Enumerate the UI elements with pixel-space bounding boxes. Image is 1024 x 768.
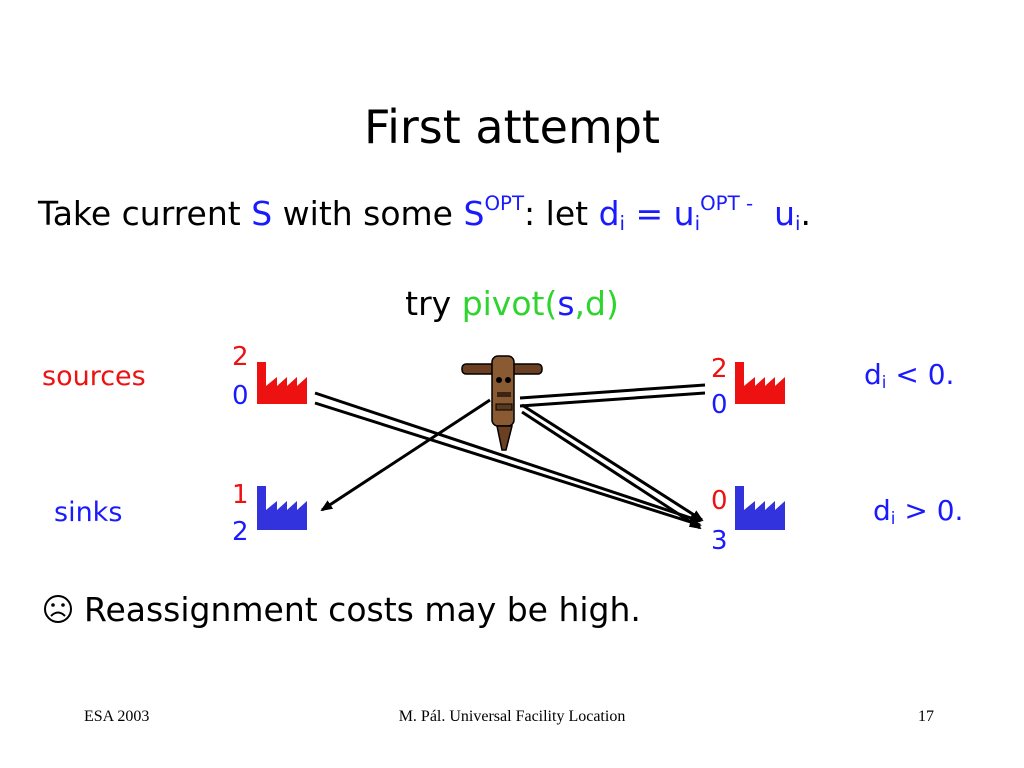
sources-label: sources [42, 361, 146, 392]
frown-face-icon [44, 595, 72, 623]
src-left-top-value: 2 [232, 342, 249, 372]
line-center-to-srcright-a [519, 383, 706, 400]
line-srcleft-to-sinkright-b [314, 401, 702, 527]
totem-pole-icon [461, 355, 543, 451]
sink-right-top-value: 0 [711, 486, 728, 516]
src-right-top-value: 2 [711, 354, 728, 384]
factory-icon-sink-left [257, 486, 307, 530]
var-S-opt: SOPT [463, 192, 525, 233]
equation-di: di = uiOPT - ui [598, 192, 801, 235]
factory-icon-source-right [735, 362, 785, 404]
line-center-to-sinkright-a [521, 403, 704, 522]
definition-line: Take current S with some SOPT: let di = … [38, 192, 812, 235]
line-center-to-srcright-b [519, 391, 706, 408]
text-try: try [405, 284, 452, 323]
var-S: S [251, 194, 273, 233]
sink-left-top-value: 1 [232, 480, 249, 510]
condition-sources: di < 0. [864, 358, 955, 393]
line-center-to-sinkleft [320, 398, 491, 512]
text-period: . [800, 194, 812, 233]
sinks-label: sinks [54, 497, 123, 528]
assignment-lines [314, 383, 706, 530]
condition-sinks: di > 0. [873, 494, 964, 529]
text-take-current: Take current [38, 194, 241, 233]
sink-right-bottom-value: 3 [711, 526, 728, 556]
footer-left: ESA 2003 [84, 708, 150, 725]
factory-icon-source-left [257, 362, 307, 404]
footer-center: M. Pál. Universal Facility Location [398, 708, 626, 725]
pivot-line: try pivot(s,d) [0, 284, 1024, 323]
page-number: 17 [918, 708, 934, 725]
factory-icon-sink-right [735, 486, 785, 530]
text-colon-let: : let [524, 194, 589, 233]
pivot-call: pivot(s,d) [461, 284, 619, 323]
sink-left-bottom-value: 2 [232, 517, 249, 547]
src-right-bottom-value: 0 [711, 390, 728, 420]
bullet-line: Reassignment costs may be high. [42, 590, 641, 629]
text-with-some: with some [282, 194, 453, 233]
slide-title: First attempt [363, 100, 661, 154]
src-left-bottom-value: 0 [232, 381, 249, 411]
line-srcleft-to-sinkright-a [314, 391, 702, 523]
line-center-to-sinkright-b [521, 410, 702, 530]
bullet-text: Reassignment costs may be high. [84, 590, 641, 629]
